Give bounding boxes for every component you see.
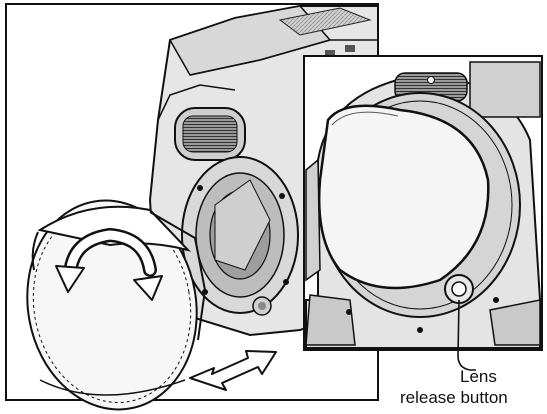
vent-grille bbox=[175, 108, 245, 160]
lens-mount bbox=[182, 157, 298, 315]
callout-label-lens: Lens bbox=[460, 367, 497, 387]
lens-release-button bbox=[445, 275, 473, 303]
callout-label-release-button: release button bbox=[400, 388, 508, 408]
